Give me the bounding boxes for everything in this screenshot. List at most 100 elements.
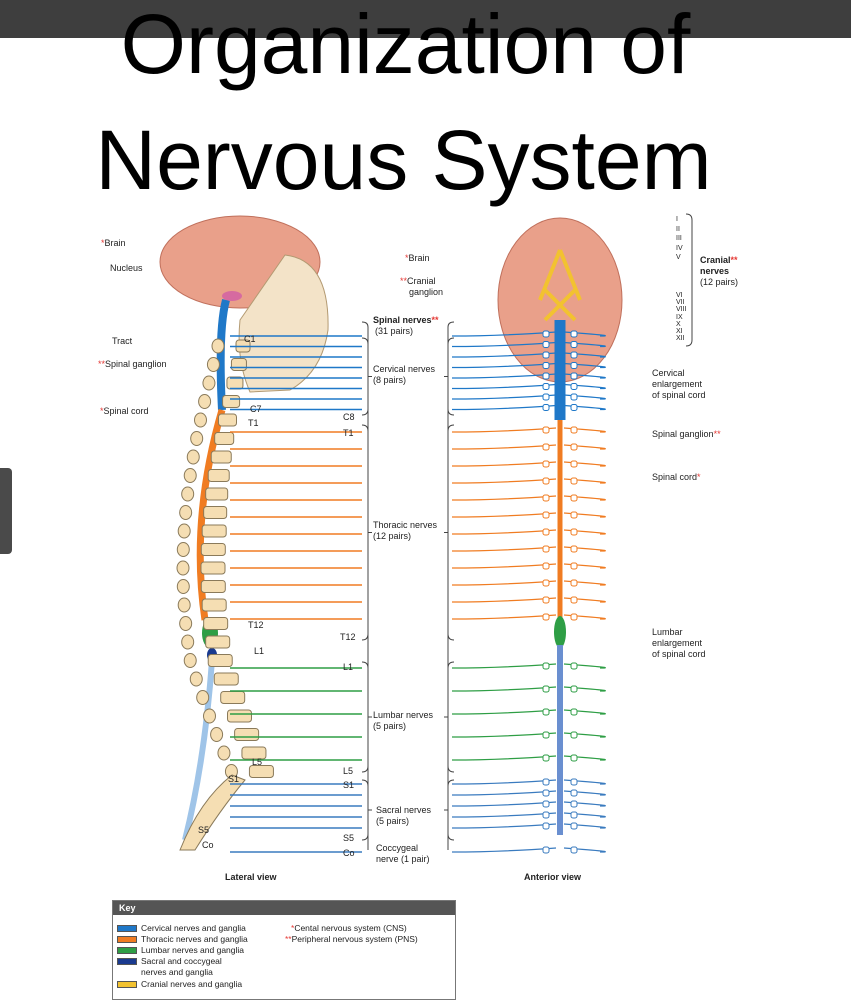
anterior-nerve-left <box>451 546 557 552</box>
c8-label: C8 <box>343 412 355 422</box>
anterior-nerve-right <box>563 478 606 484</box>
lateral-tract-label: Tract <box>112 336 133 346</box>
cervical-enlargement-label-2: enlargement <box>652 379 703 389</box>
anterior-ganglion <box>570 846 578 854</box>
anterior-ganglion <box>570 393 578 401</box>
anterior-nerve-left <box>451 383 557 390</box>
anterior-nerve-right <box>563 580 606 586</box>
vertebra-process <box>176 579 190 594</box>
anterior-nerve-left <box>451 427 557 433</box>
vertebra-label-t1: T1 <box>248 418 259 428</box>
anterior-nerve-left <box>451 394 557 400</box>
lumbar-nerves-count: (5 pairs) <box>373 721 407 731</box>
l5-label: L5 <box>343 766 354 776</box>
anterior-ganglion <box>570 383 578 390</box>
vertebra <box>214 432 235 445</box>
vertebra-process <box>183 468 197 483</box>
anterior-nerve-left <box>451 779 557 785</box>
anterior-ganglion <box>570 613 578 621</box>
anterior-nerve-left <box>451 461 557 467</box>
anterior-nerve-right <box>563 790 606 796</box>
lateral-spinal-cord-label: *Spinal cord <box>100 406 149 416</box>
vertebra <box>220 691 246 704</box>
anterior-ganglion <box>542 822 550 830</box>
vertebra <box>200 561 226 575</box>
legend-item-cranial: Cranial nerves and ganglia <box>117 979 242 989</box>
anterior-ganglion <box>542 426 550 434</box>
anterior-ganglion <box>542 811 550 819</box>
anterior-ganglion <box>570 789 578 797</box>
vertebra <box>207 654 233 667</box>
cervical-enlargement-label-3: of spinal cord <box>652 390 706 400</box>
cranial-nerve-numeral: XI <box>676 328 683 335</box>
anterior-ganglion <box>570 494 578 502</box>
lateral-spinal-ganglion-label: **Spinal ganglion <box>98 359 167 369</box>
cranial-nerve-numeral: I <box>676 216 678 223</box>
vertebra-process <box>176 560 190 576</box>
anterior-spinal-ganglion-label: Spinal ganglion** <box>652 429 721 439</box>
legend-item-cervical: Cervical nerves and ganglia <box>117 923 246 933</box>
vertebra-process <box>190 431 204 446</box>
anterior-ganglion <box>570 731 578 739</box>
anterior-ganglion <box>542 562 550 570</box>
co-label: Co <box>343 848 355 858</box>
thoracic-nerves-count: (12 pairs) <box>373 531 412 541</box>
anterior-nerve-right <box>563 563 606 569</box>
cranial-nerves-count: (12 pairs) <box>700 277 739 287</box>
anterior-ganglion <box>570 579 578 587</box>
l1-label: L1 <box>343 662 354 672</box>
t1-label: T1 <box>343 428 354 438</box>
vertebra-label-s1: S1 <box>228 774 240 784</box>
cranial-nerve-numeral: II <box>676 225 680 233</box>
vertebra-process <box>202 375 216 391</box>
vertebra-label-l5: L5 <box>252 757 263 767</box>
coccygeal-nerve-label: Coccygeal <box>376 843 419 853</box>
anterior-nerve-left <box>451 478 557 484</box>
bracket-right <box>444 779 455 841</box>
anterior-ganglion <box>570 372 578 380</box>
bracket-right <box>444 661 455 773</box>
vertebra-process <box>186 449 200 465</box>
lateral-skull-face <box>238 254 329 393</box>
cranial-nerve-numeral: XII <box>676 335 685 343</box>
bracket-left <box>361 424 372 641</box>
anterior-ganglion <box>542 477 550 485</box>
vertebra-label-c7: C7 <box>250 404 262 414</box>
s1-label: S1 <box>343 780 355 790</box>
anterior-ganglion <box>542 511 550 519</box>
anterior-nerve-right <box>563 812 606 818</box>
legend-cns: *Cental nervous system (CNS) <box>291 923 407 933</box>
anterior-nerve-right <box>563 546 606 552</box>
anterior-ganglion <box>570 822 578 830</box>
anterior-nerve-right <box>563 779 606 785</box>
anterior-ganglion <box>542 362 550 369</box>
anterior-ganglion <box>542 351 550 359</box>
anterior-nerve-right <box>563 823 606 829</box>
anterior-nerve-left <box>451 823 557 829</box>
cranial-nerve-numeral: VII <box>676 299 685 307</box>
anterior-cranial-nerves <box>538 249 582 322</box>
vertebra <box>230 358 247 371</box>
vertebra <box>218 413 237 427</box>
anterior-nerve-left <box>451 512 557 518</box>
anterior-ganglion <box>542 579 550 587</box>
vertebra <box>226 376 244 390</box>
anterior-ganglion <box>542 404 550 411</box>
vertebra-process <box>176 542 190 557</box>
side-panel-handle[interactable] <box>0 468 12 554</box>
anterior-ganglion <box>542 685 550 693</box>
anterior-ganglion <box>542 372 550 380</box>
vertebra-label-s5: S5 <box>198 825 210 835</box>
anterior-nerve-left <box>451 812 557 818</box>
vertebra-process <box>179 505 193 520</box>
vertebra-process <box>198 394 212 409</box>
vertebra <box>241 746 267 760</box>
anterior-ganglion <box>542 528 550 536</box>
anterior-ganglion <box>570 477 578 485</box>
anterior-nerve-right <box>563 847 606 853</box>
s5-label: S5 <box>343 833 355 843</box>
sacral-nerves-count: (5 pairs) <box>376 816 410 826</box>
lumbar-enlargement-label: Lumbar <box>652 627 683 637</box>
anterior-ganglion <box>570 330 578 338</box>
anterior-ganglion <box>570 778 578 786</box>
